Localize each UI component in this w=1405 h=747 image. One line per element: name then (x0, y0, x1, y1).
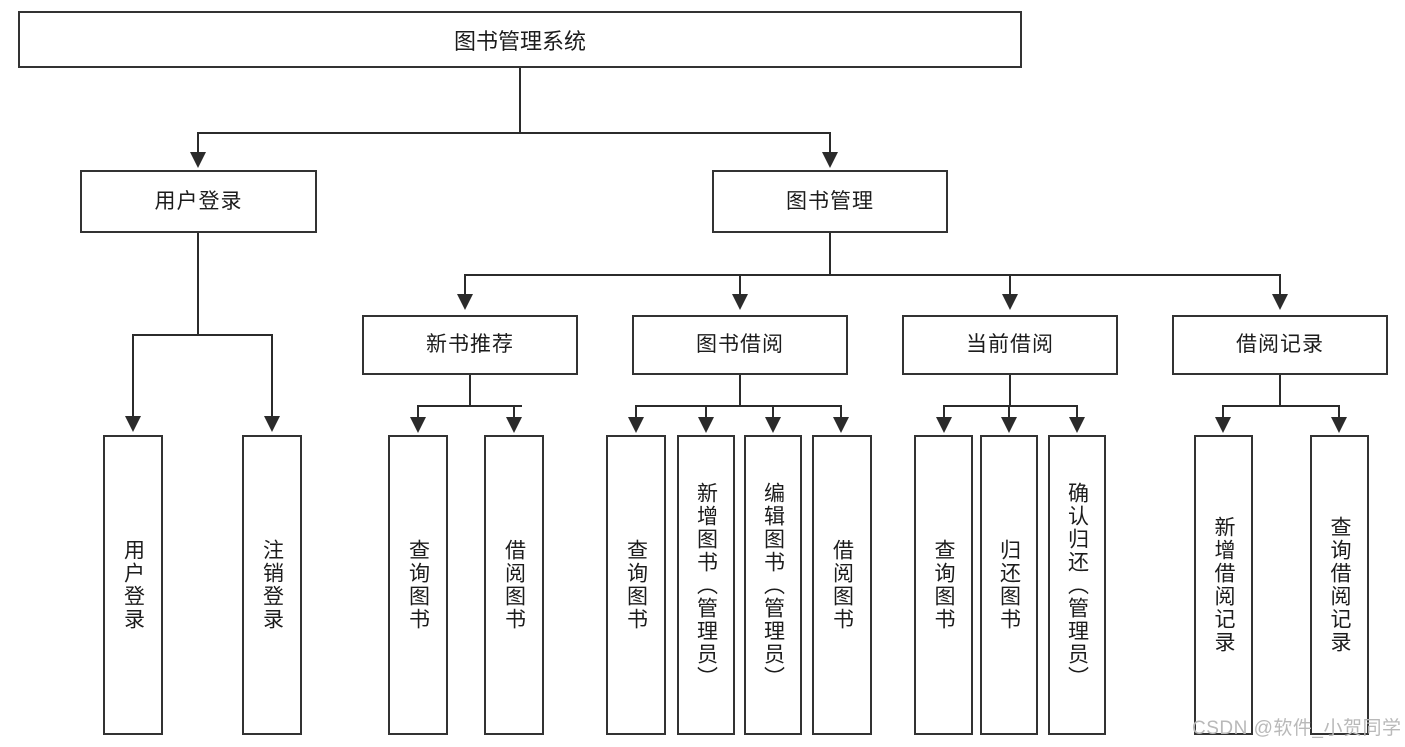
connector-br-bus (1222, 405, 1339, 407)
arrowhead-br-leaf1 (1215, 417, 1231, 433)
connector-user-login-stem (197, 233, 199, 335)
leaf-label: 借阅图书 (830, 539, 854, 631)
connector-nbr-bus (417, 405, 522, 407)
connector-root-bus (197, 132, 831, 134)
arrowhead-user-login (190, 152, 206, 168)
connector-cb-stem (1009, 375, 1011, 406)
node-current-borrow[interactable]: 当前借阅 (902, 315, 1118, 375)
leaf-label: 编辑图书（管理员） (761, 481, 785, 689)
leaf-label: 注销登录 (260, 539, 284, 631)
connector-bm-to-borrow-record (1279, 274, 1281, 296)
leaf-bb-borrow-book[interactable]: 借阅图书 (812, 435, 872, 735)
connector-book-management-stem (829, 233, 831, 275)
arrowhead-bb-leaf3 (765, 417, 781, 433)
connector-bb-bus (635, 405, 842, 407)
connector-cb-leaf2 (1008, 405, 1010, 419)
connector-bb-stem (739, 375, 741, 406)
leaf-bb-add-book-admin[interactable]: 新增图书（管理员） (677, 435, 735, 735)
connector-nbr-leaf2 (513, 405, 515, 419)
arrowhead-bb-leaf1 (628, 417, 644, 433)
leaf-cb-return-book[interactable]: 归还图书 (980, 435, 1038, 735)
arrowhead-br-leaf2 (1331, 417, 1347, 433)
connector-br-leaf2 (1338, 405, 1340, 419)
leaf-cb-confirm-return-admin[interactable]: 确认归还（管理员） (1048, 435, 1106, 735)
leaf-user-login[interactable]: 用户登录 (103, 435, 163, 735)
node-user-login[interactable]: 用户登录 (80, 170, 317, 233)
node-label: 用户登录 (154, 189, 243, 213)
connector-user-login-leaf1 (132, 334, 134, 418)
leaf-nbr-borrow-book[interactable]: 借阅图书 (484, 435, 544, 735)
connector-bb-leaf4 (840, 405, 842, 419)
connector-nbr-leaf1 (417, 405, 419, 419)
arrowhead-cb-leaf1 (936, 417, 952, 433)
arrowhead-new-book-recommend (457, 294, 473, 310)
leaf-label: 归还图书 (997, 539, 1021, 631)
leaf-label: 查询图书 (406, 539, 430, 631)
leaf-label: 新增借阅记录 (1212, 516, 1236, 654)
connector-br-leaf1 (1222, 405, 1224, 419)
leaf-nbr-query-book[interactable]: 查询图书 (388, 435, 448, 735)
arrowhead-borrow-record (1272, 294, 1288, 310)
connector-root-to-user-login (197, 132, 199, 154)
node-label: 图书管理 (786, 189, 874, 213)
leaf-label: 查询借阅记录 (1328, 516, 1352, 654)
leaf-br-query-record[interactable]: 查询借阅记录 (1310, 435, 1369, 735)
connector-bb-leaf3 (772, 405, 774, 419)
node-label: 当前借阅 (966, 333, 1054, 357)
arrowhead-cb-leaf2 (1001, 417, 1017, 433)
connector-cb-leaf3 (1076, 405, 1078, 419)
arrowhead-nbr-leaf2 (506, 417, 522, 433)
node-label: 借阅记录 (1236, 333, 1324, 357)
leaf-bb-edit-book-admin[interactable]: 编辑图书（管理员） (744, 435, 802, 735)
connector-user-login-bus (132, 334, 272, 336)
node-new-book-recommend[interactable]: 新书推荐 (362, 315, 578, 375)
connector-bm-to-new-book (464, 274, 466, 296)
leaf-label: 新增图书（管理员） (694, 481, 718, 689)
node-label: 图书借阅 (696, 333, 784, 357)
arrowhead-current-borrow (1002, 294, 1018, 310)
connector-bb-leaf2 (705, 405, 707, 419)
connector-root-stem (519, 68, 521, 133)
connector-user-login-leaf2 (271, 334, 273, 418)
arrowhead-bb-leaf4 (833, 417, 849, 433)
leaf-label: 借阅图书 (502, 539, 526, 631)
connector-book-management-bus (464, 274, 1280, 276)
connector-cb-bus (943, 405, 1077, 407)
connector-root-to-book-management (829, 132, 831, 154)
arrowhead-book-management (822, 152, 838, 168)
connector-bb-leaf1 (635, 405, 637, 419)
arrowhead-nbr-leaf1 (410, 417, 426, 433)
node-label: 图书管理系统 (453, 28, 586, 54)
arrowhead-book-borrow (732, 294, 748, 310)
leaf-label: 确认归还（管理员） (1065, 481, 1089, 689)
leaf-logout-login[interactable]: 注销登录 (242, 435, 302, 735)
leaf-label: 查询图书 (624, 539, 648, 631)
leaf-label: 查询图书 (932, 539, 956, 631)
node-borrow-record[interactable]: 借阅记录 (1172, 315, 1388, 375)
node-root-book-management-system[interactable]: 图书管理系统 (18, 11, 1022, 68)
arrowhead-leaf-logout-login (264, 416, 280, 432)
connector-br-stem (1279, 375, 1281, 406)
leaf-label: 用户登录 (121, 539, 145, 631)
arrowhead-bb-leaf2 (698, 417, 714, 433)
node-book-borrow[interactable]: 图书借阅 (632, 315, 848, 375)
node-label: 新书推荐 (426, 333, 514, 357)
leaf-cb-query-book[interactable]: 查询图书 (914, 435, 973, 735)
arrowhead-leaf-user-login (125, 416, 141, 432)
node-book-management[interactable]: 图书管理 (712, 170, 948, 233)
arrowhead-cb-leaf3 (1069, 417, 1085, 433)
connector-bm-to-book-borrow (739, 274, 741, 296)
connector-bm-to-current-borrow (1009, 274, 1011, 296)
leaf-br-add-record[interactable]: 新增借阅记录 (1194, 435, 1253, 735)
leaf-bb-query-book[interactable]: 查询图书 (606, 435, 666, 735)
connector-nbr-stem (469, 375, 471, 406)
connector-cb-leaf1 (943, 405, 945, 419)
